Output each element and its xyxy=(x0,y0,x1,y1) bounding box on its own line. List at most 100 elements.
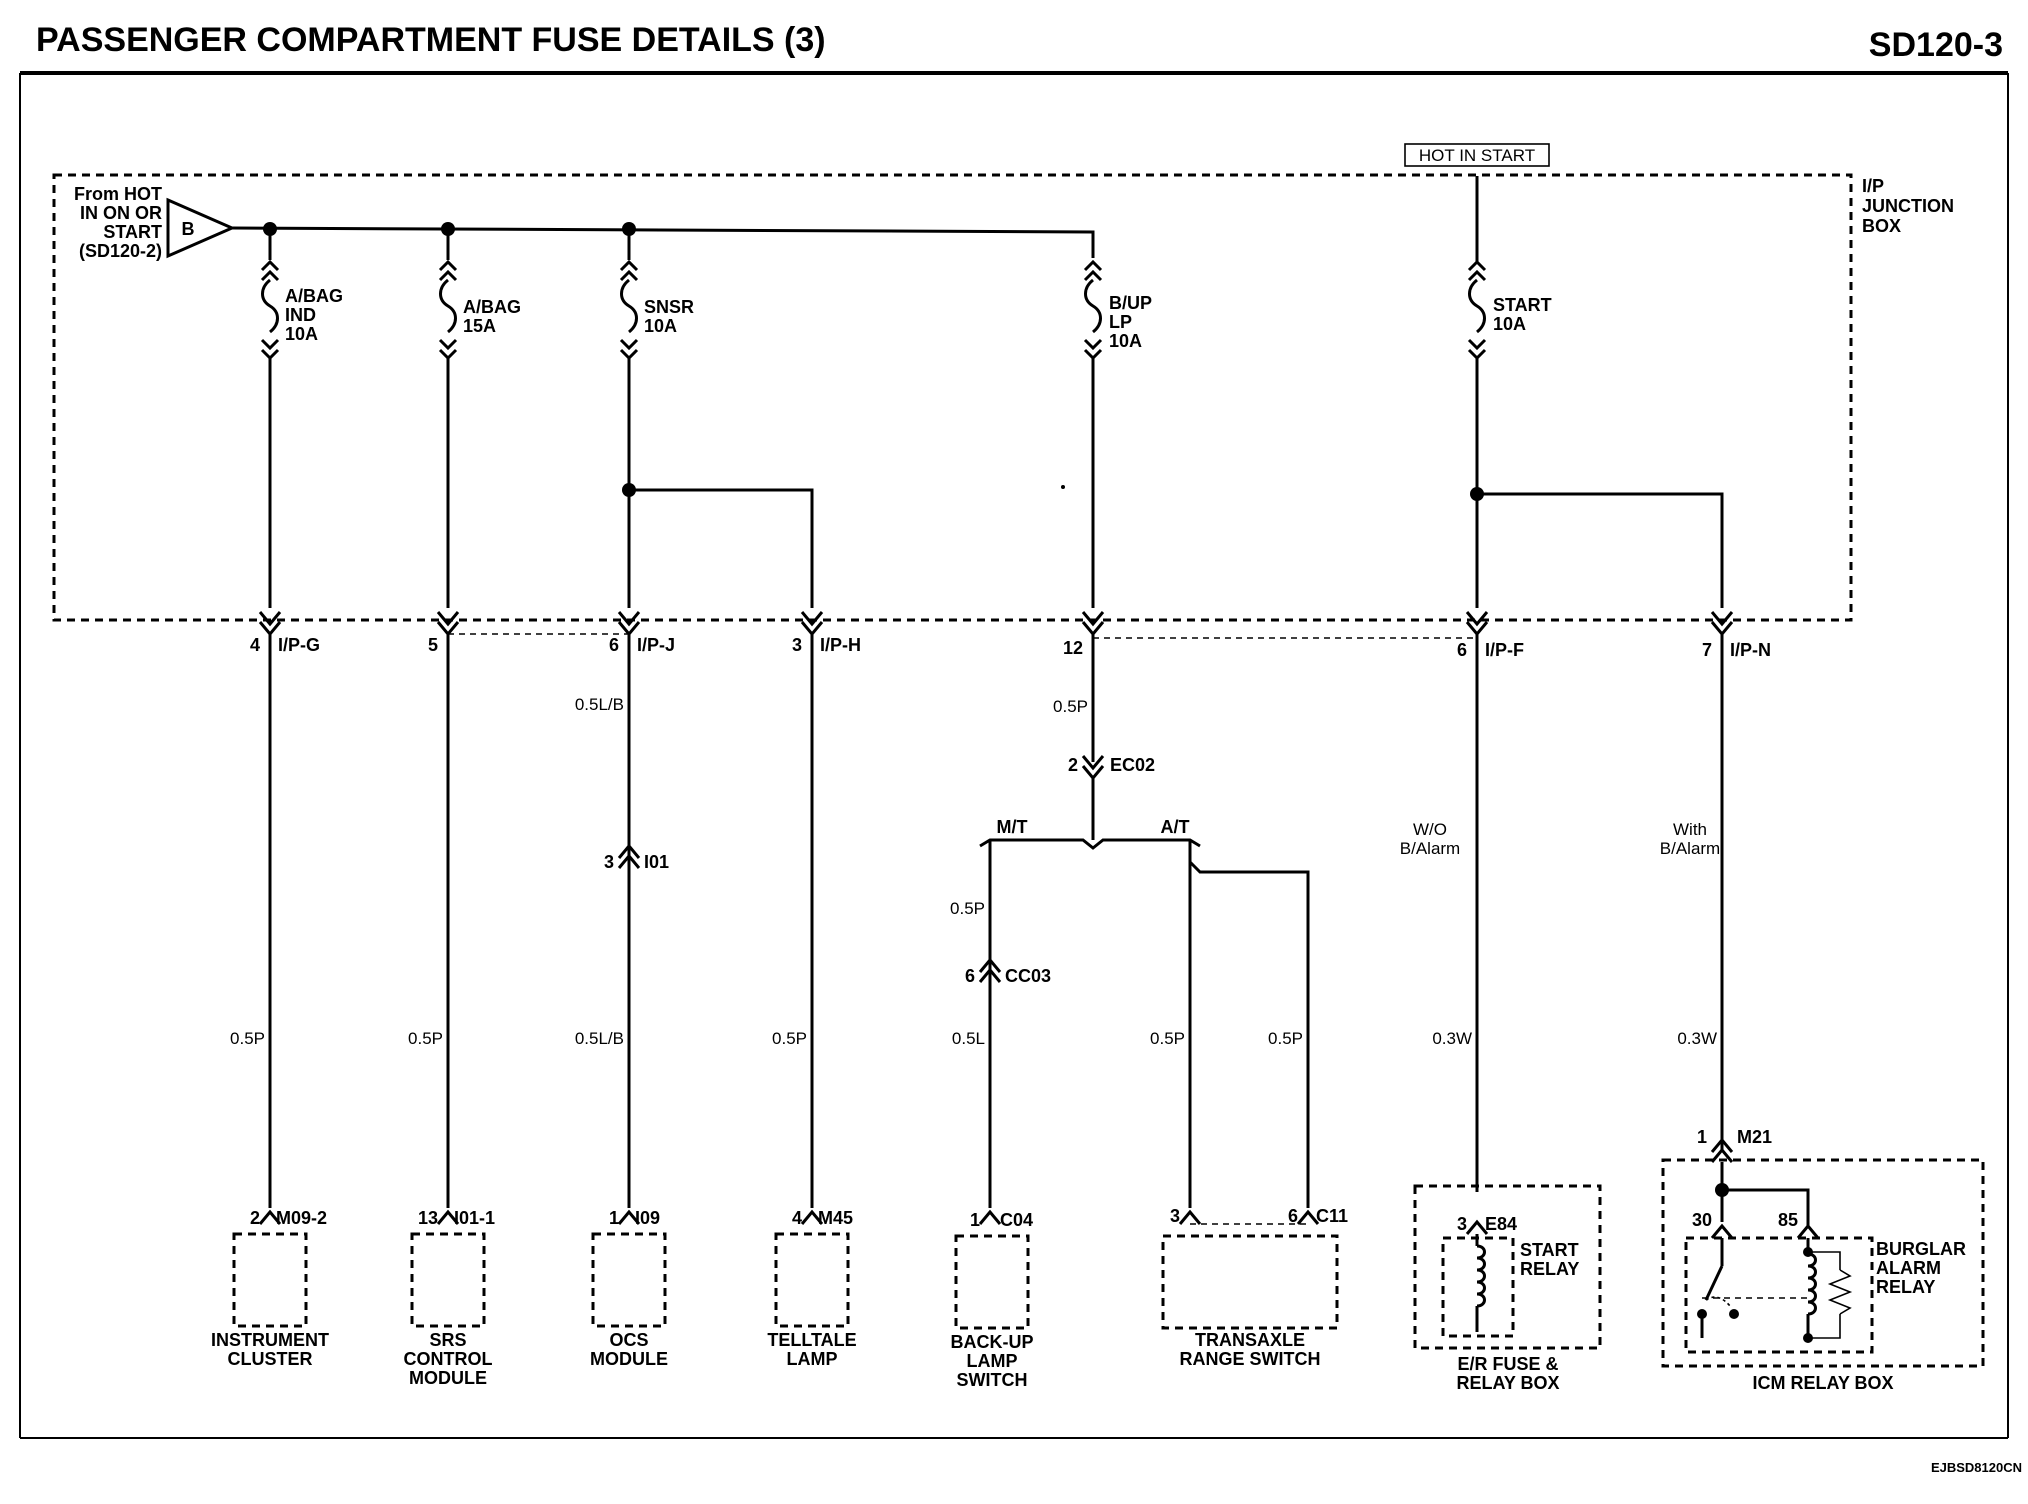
relay-pin-85: 85 xyxy=(1778,1210,1798,1230)
component-connector: I09 xyxy=(635,1208,660,1228)
wo-alarm-label-2: B/Alarm xyxy=(1400,839,1460,858)
connector-chevron-icon xyxy=(438,259,458,272)
telltale-branch-wire xyxy=(629,488,814,608)
connector-chevron-icon xyxy=(1710,1137,1734,1153)
connector-chevron-icon xyxy=(438,338,458,351)
source-ref: B xyxy=(182,219,195,239)
connector-chevron-icon xyxy=(436,1209,460,1225)
source-text-3: START xyxy=(103,222,162,242)
connector-chevron-icon xyxy=(619,269,639,282)
burglar-alarm-relay-label-3: RELAY xyxy=(1876,1277,1935,1297)
telltale-lamp-box xyxy=(774,1232,850,1328)
fuse-a-bag: A/BAG 15A xyxy=(438,259,521,361)
source-text-2: IN ON OR xyxy=(80,203,162,223)
main-bus-wire xyxy=(231,226,1095,258)
wire-size-label: 0.5P xyxy=(1053,697,1088,716)
ip-connector-name: I/P-J xyxy=(637,635,675,655)
connector-chevron-icon xyxy=(1083,348,1103,361)
connector-chevron-icon xyxy=(1083,259,1103,272)
connector-chevron-icon xyxy=(800,611,824,627)
wo-alarm-label-1: W/O xyxy=(1413,820,1447,839)
ip-junction-box-outline xyxy=(52,173,1853,622)
fuse-label-2: 10A xyxy=(644,316,677,336)
relay-coil-icon xyxy=(1476,1244,1486,1308)
er-fuse-relay-box xyxy=(1413,1184,1602,1350)
wire-size-label: 0.5L xyxy=(952,1029,985,1048)
transaxle-range-switch-name-2: RANGE SWITCH xyxy=(1180,1349,1321,1369)
relay-coil-icon xyxy=(1807,1252,1817,1316)
connector-chevron-icon xyxy=(800,1209,824,1225)
connector-chevron-icon xyxy=(978,1209,1002,1225)
icm-relay-box xyxy=(1661,1158,1985,1368)
source-text-1: From HOT xyxy=(74,184,162,204)
connector-chevron-icon xyxy=(260,269,280,282)
i01-name: I01 xyxy=(644,852,669,872)
i01-pin: 3 xyxy=(604,852,614,872)
connector-chevron-icon xyxy=(619,348,639,361)
stray-dot xyxy=(1061,485,1065,489)
fuse-label-1: A/BAG xyxy=(285,286,343,306)
er-fuse-relay-box-name-1: E/R FUSE & xyxy=(1457,1354,1558,1374)
telltale-lamp-name-2: LAMP xyxy=(787,1349,838,1369)
cc03-pin: 6 xyxy=(965,966,975,986)
wire-size-label: 0.5P xyxy=(230,1029,265,1048)
connector-chevron-icon xyxy=(1467,348,1487,361)
ip-connector-name: I/P-F xyxy=(1485,640,1524,660)
mt-label: M/T xyxy=(997,817,1028,837)
fuse-label-2: 10A xyxy=(1493,314,1526,334)
ocs-module-name-2: MODULE xyxy=(590,1349,668,1369)
er-fuse-relay-box-name-2: RELAY BOX xyxy=(1456,1373,1559,1393)
source-triangle-icon xyxy=(166,197,236,259)
connector-chevron-icon xyxy=(1467,338,1487,351)
connector-chevron-icon xyxy=(1710,611,1734,627)
connector-chevron-icon xyxy=(1796,1223,1820,1239)
connector-chevron-icon xyxy=(260,348,280,361)
srs-control-module-name-1: SRS xyxy=(429,1330,466,1350)
connector-chevron-icon xyxy=(1467,269,1487,282)
ip-pin: 7 xyxy=(1702,640,1712,660)
wire-size-label: 0.5L/B xyxy=(575,695,624,714)
backup-lamp-switch-box xyxy=(954,1234,1030,1330)
connector-chevron-icon xyxy=(1081,755,1105,771)
connector-chevron-icon xyxy=(258,611,282,627)
component-pin: 4 xyxy=(792,1208,802,1228)
mt-at-split-wire xyxy=(979,838,1201,850)
at-label: A/T xyxy=(1161,817,1190,837)
ip-junction-box-label-2: JUNCTION xyxy=(1862,196,1954,216)
cc03-name: CC03 xyxy=(1005,966,1051,986)
ip-connector-name: I/P-N xyxy=(1730,640,1771,660)
wire-size-label: 0.5P xyxy=(772,1029,807,1048)
connector-chevron-icon xyxy=(978,957,1002,973)
connector-chevron-icon xyxy=(1465,1219,1489,1235)
connector-chevron-icon xyxy=(260,259,280,272)
srs-control-module-box xyxy=(410,1232,486,1328)
fuse-start: START 10A xyxy=(1467,259,1552,361)
connector-chevron-icon xyxy=(258,1209,282,1225)
component-pin: 3 xyxy=(1457,1214,1467,1234)
ip-pin: 12 xyxy=(1063,638,1083,658)
start-relay-label-2: RELAY xyxy=(1520,1259,1579,1279)
wire-size-label: 0.5P xyxy=(950,899,985,918)
connector-chevron-icon xyxy=(619,338,639,351)
hot-in-start-box xyxy=(1404,143,1550,167)
ocs-module-box xyxy=(591,1232,667,1328)
wire-transaxle-pin6 xyxy=(1188,860,1310,1208)
connector-chevron-icon xyxy=(617,611,641,627)
component-connector: C04 xyxy=(1000,1210,1033,1230)
fuse-label-1: A/BAG xyxy=(463,297,521,317)
connector-chevron-icon xyxy=(1467,259,1487,272)
backup-lamp-switch-name-2: LAMP xyxy=(967,1351,1018,1371)
instrument-cluster-name-2: CLUSTER xyxy=(228,1349,313,1369)
page-title: PASSENGER COMPARTMENT FUSE DETAILS (3) xyxy=(36,21,826,59)
wire-size-label: 0.5P xyxy=(1150,1029,1185,1048)
transaxle-range-switch-name-1: TRANSAXLE xyxy=(1195,1330,1305,1350)
burglar-alarm-relay-label-2: ALARM xyxy=(1876,1258,1941,1278)
ip-pin: 4 xyxy=(250,635,260,655)
fuse-icon xyxy=(1468,278,1486,334)
fuse-label-2: LP xyxy=(1109,312,1132,332)
connector-chevron-icon xyxy=(1465,611,1489,627)
burglar-alarm-relay-box xyxy=(1684,1236,1874,1354)
backup-lamp-switch-name-3: SWITCH xyxy=(957,1370,1028,1390)
component-connector-chevrons xyxy=(258,1209,1489,1235)
